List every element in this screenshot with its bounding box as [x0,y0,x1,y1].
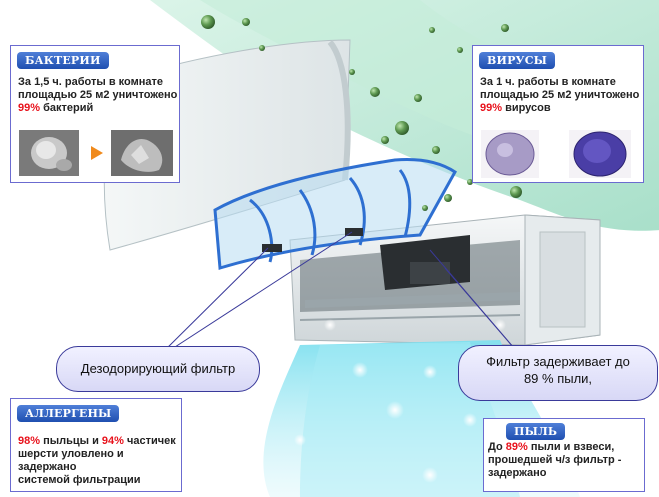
allergens-text: 98% пыльцы и 94% частичек шерсти уловлен… [18,435,181,487]
dust-line3: задержано [488,467,547,479]
dust-filter-line1: Фильтр задерживает до [486,354,630,369]
dust-info-box: ПЫЛЬ До 89% пыли и взвеси, прошедшей ч/з… [483,418,645,492]
bacteria-line2: площадью 25 м2 уничтожено [18,89,178,101]
bacteria-after-image [111,130,173,176]
dust-text: До 89% пыли и взвеси, прошедшей ч/з филь… [488,441,644,480]
dust-line2: прошедшей ч/з фильтр - [488,454,622,466]
dust-filter-line2: 89 % пыли, [523,371,593,386]
dust-badge: ПЫЛЬ [506,423,566,440]
deodorizing-filter-callout: Дезодорирующий фильтр [56,346,260,392]
allergens-mid1: пыльцы и [40,435,102,447]
viruses-info-box: ВИРУСЫ За 1 ч. работы в комнате площадью… [472,45,644,183]
virus-after-image [569,130,631,178]
allergens-line3: системой фильтрации [18,474,141,486]
viruses-rest: вирусов [502,102,551,114]
deodorizing-filter-label: Дезодорирующий фильтр [80,361,236,376]
viruses-line2: площадью 25 м2 уничтожено [480,89,640,101]
bacteria-line1: За 1,5 ч. работы в комнате [18,76,163,88]
dust-prefix: До [488,441,506,453]
bacteria-text: За 1,5 ч. работы в комнате площадью 25 м… [18,76,178,115]
allergens-badge: АЛЛЕРГЕНЫ [17,405,120,422]
bacteria-info-box: БАКТЕРИИ За 1,5 ч. работы в комнате площ… [10,45,180,183]
filter-frame [213,158,457,270]
viruses-badge: ВИРУСЫ [479,52,556,69]
viruses-percent: 99% [480,102,503,114]
dust-percent: 89% [505,441,528,453]
bacteria-percent: 99% [18,102,41,114]
bacteria-rest: бактерий [40,102,94,114]
allergens-line2: шерсти уловлено и задержано [18,448,124,473]
allergens-info-box: АЛЛЕРГЕНЫ 98% пыльцы и 94% частичек шерс… [10,398,182,492]
viruses-line1: За 1 ч. работы в комнате [480,76,616,88]
dust-line1: До 89% пыли и взвеси, [488,441,644,454]
allergens-mid2: частичек [123,435,176,447]
allergens-pct2: 94% [101,435,124,447]
bacteria-badge: БАКТЕРИИ [17,52,109,69]
allergens-line1: 98% пыльцы и 94% частичек [18,435,181,448]
dust-filter-callout: Фильтр задерживает до 89 % пыли, [458,345,658,401]
viruses-line3: 99% вирусов [480,102,642,115]
virus-before-image [481,130,539,178]
bacteria-line3: 99% бактерий [18,102,178,115]
allergens-pct1: 98% [18,435,41,447]
arrow-right-icon [91,146,103,160]
bacteria-before-image [19,130,79,176]
viruses-text: За 1 ч. работы в комнате площадью 25 м2 … [480,76,642,115]
dust-suffix: пыли и взвеси, [527,441,615,453]
